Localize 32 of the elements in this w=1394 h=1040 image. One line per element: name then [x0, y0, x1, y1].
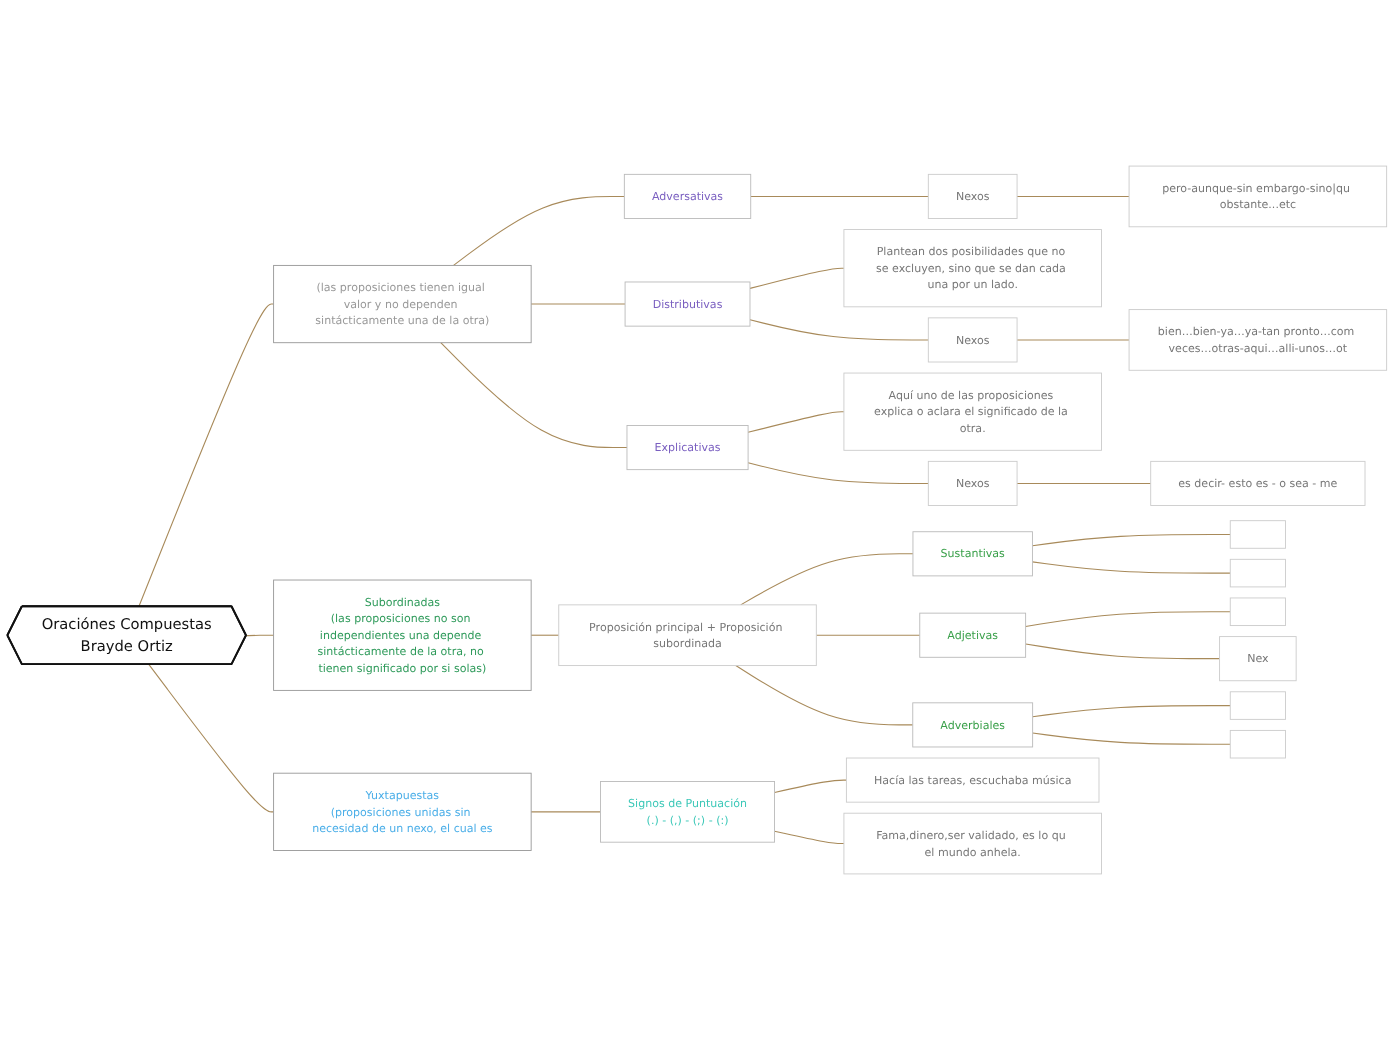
connector	[245, 634, 275, 637]
connector	[774, 779, 847, 793]
node-box	[1229, 520, 1286, 549]
connector	[1016, 195, 1130, 197]
connector	[530, 634, 560, 636]
node-box	[1229, 729, 1286, 759]
node-box	[1229, 558, 1286, 588]
node-box	[1229, 691, 1286, 720]
node-box	[1229, 597, 1286, 626]
connector	[530, 811, 602, 813]
connector	[1032, 732, 1231, 745]
connector	[453, 195, 625, 266]
connector	[774, 830, 845, 845]
connector	[749, 267, 845, 289]
connector	[138, 303, 275, 608]
connector	[815, 634, 921, 636]
connector	[1031, 561, 1231, 574]
connector	[747, 411, 845, 433]
connector	[440, 342, 628, 449]
connector	[1025, 611, 1231, 628]
connector	[1016, 339, 1130, 341]
connector	[1031, 533, 1231, 547]
connector	[749, 319, 929, 341]
connector	[740, 553, 914, 606]
connector	[1032, 705, 1231, 718]
connector	[530, 303, 626, 305]
connector	[148, 664, 275, 813]
connector	[1016, 482, 1152, 484]
connector	[747, 462, 929, 484]
connector	[1025, 643, 1221, 660]
connector	[735, 665, 914, 726]
connector	[750, 195, 929, 197]
